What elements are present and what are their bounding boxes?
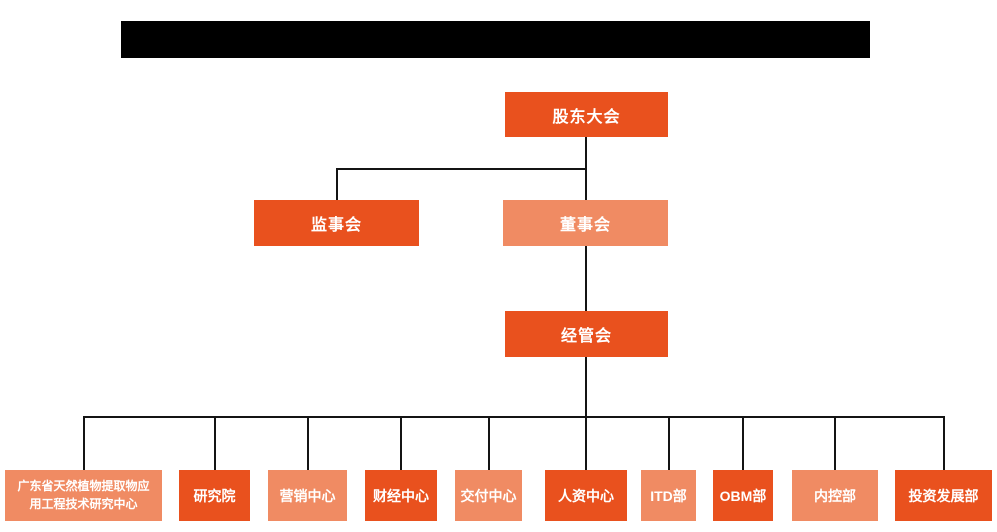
connector-split-horizontal bbox=[336, 168, 587, 170]
connector-directors-management bbox=[585, 246, 587, 311]
node-supervisory-board: 监事会 bbox=[254, 200, 419, 246]
connector-department-rail bbox=[83, 416, 944, 418]
dept-node-obm-department: OBM部 bbox=[713, 470, 773, 521]
dept-node-internal-control-department: 内控部 bbox=[792, 470, 878, 521]
dept-node-itd-department: ITD部 bbox=[641, 470, 696, 521]
dept-node-natural-plant-extract-research-center: 广东省天然植物提取物应用工程技术研究中心 bbox=[5, 470, 162, 521]
dept-node-marketing-center: 营销中心 bbox=[268, 470, 347, 521]
connector-management-trunk bbox=[585, 357, 587, 470]
connector-drop-research-center bbox=[83, 416, 85, 470]
connector-drop-investment bbox=[943, 416, 945, 470]
connector-drop-obm bbox=[742, 416, 744, 470]
dept-node-hr-center: 人资中心 bbox=[545, 470, 627, 521]
node-shareholders-meeting: 股东大会 bbox=[505, 92, 668, 137]
node-board-of-directors: 董事会 bbox=[503, 200, 668, 246]
node-management-committee: 经管会 bbox=[505, 311, 668, 357]
connector-supervisory-drop bbox=[336, 168, 338, 200]
redacted-title-bar bbox=[121, 21, 870, 58]
connector-drop-marketing bbox=[307, 416, 309, 470]
connector-drop-internal-control bbox=[834, 416, 836, 470]
connector-drop-finance bbox=[400, 416, 402, 470]
dept-node-finance-center: 财经中心 bbox=[365, 470, 437, 521]
dept-node-delivery-center: 交付中心 bbox=[455, 470, 522, 521]
connector-drop-research-institute bbox=[214, 416, 216, 470]
dept-node-research-institute: 研究院 bbox=[179, 470, 250, 521]
dept-node-investment-development-department: 投资发展部 bbox=[895, 470, 992, 521]
connector-drop-itd bbox=[668, 416, 670, 470]
connector-drop-delivery bbox=[488, 416, 490, 470]
